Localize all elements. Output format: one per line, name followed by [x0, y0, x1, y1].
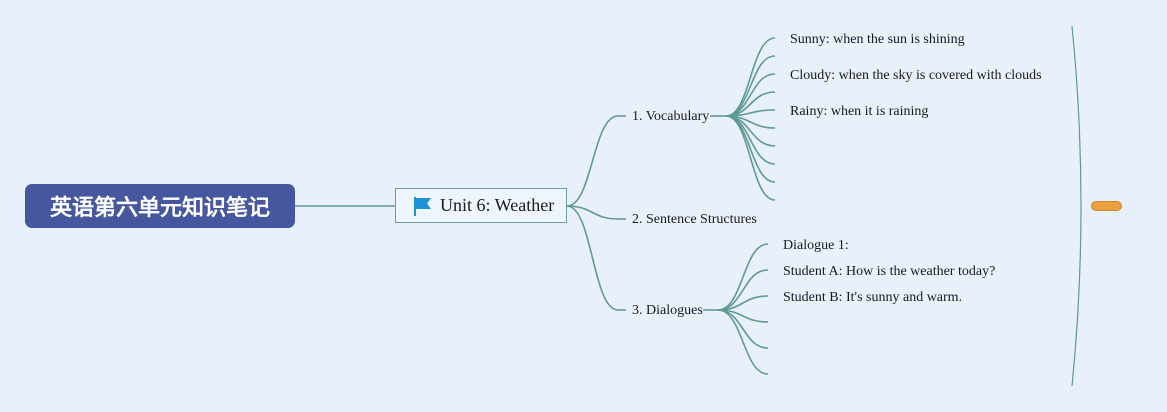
topic-title: Unit 6: Weather	[440, 195, 555, 215]
connector-topic-branch-3	[566, 205, 619, 311]
collapse-bracket	[1071, 25, 1082, 387]
vocab-item-sunny[interactable]: Sunny: when the sun is shining	[790, 32, 965, 47]
branch-sentence-structures[interactable]: 2. Sentence Structures	[632, 212, 757, 227]
connector-topic-branch-2	[566, 205, 619, 220]
connector-dialogue-child-6	[717, 309, 769, 375]
dialogue-item-student-b[interactable]: Student B: It's sunny and warm.	[783, 290, 963, 305]
branch-dialogues[interactable]: 3. Dialogues	[632, 303, 703, 318]
connector-vocab-child-9	[725, 115, 776, 183]
root-node[interactable]: 英语第六单元知识笔记	[25, 184, 295, 228]
expand-handle[interactable]	[1091, 201, 1122, 211]
branch-vocabulary[interactable]: 1. Vocabulary	[632, 109, 710, 124]
flag-icon	[412, 195, 434, 217]
connector-vocab-child-2	[725, 55, 776, 117]
root-title: 英语第六单元知识笔记	[49, 196, 270, 221]
dialogue-item-student-a[interactable]: Student A: How is the weather today?	[783, 264, 996, 279]
connector-dialogue-child-1	[717, 243, 769, 311]
dialogue-item-title[interactable]: Dialogue 1:	[783, 238, 849, 253]
connector-vocab-child-10	[725, 115, 776, 201]
topic-node-unit-6[interactable]: Unit 6: Weather	[395, 188, 567, 223]
connector-topic-branch-1	[566, 115, 619, 207]
vocab-item-rainy[interactable]: Rainy: when it is raining	[790, 104, 929, 119]
vocab-item-cloudy[interactable]: Cloudy: when the sky is covered with clo…	[790, 68, 1042, 83]
